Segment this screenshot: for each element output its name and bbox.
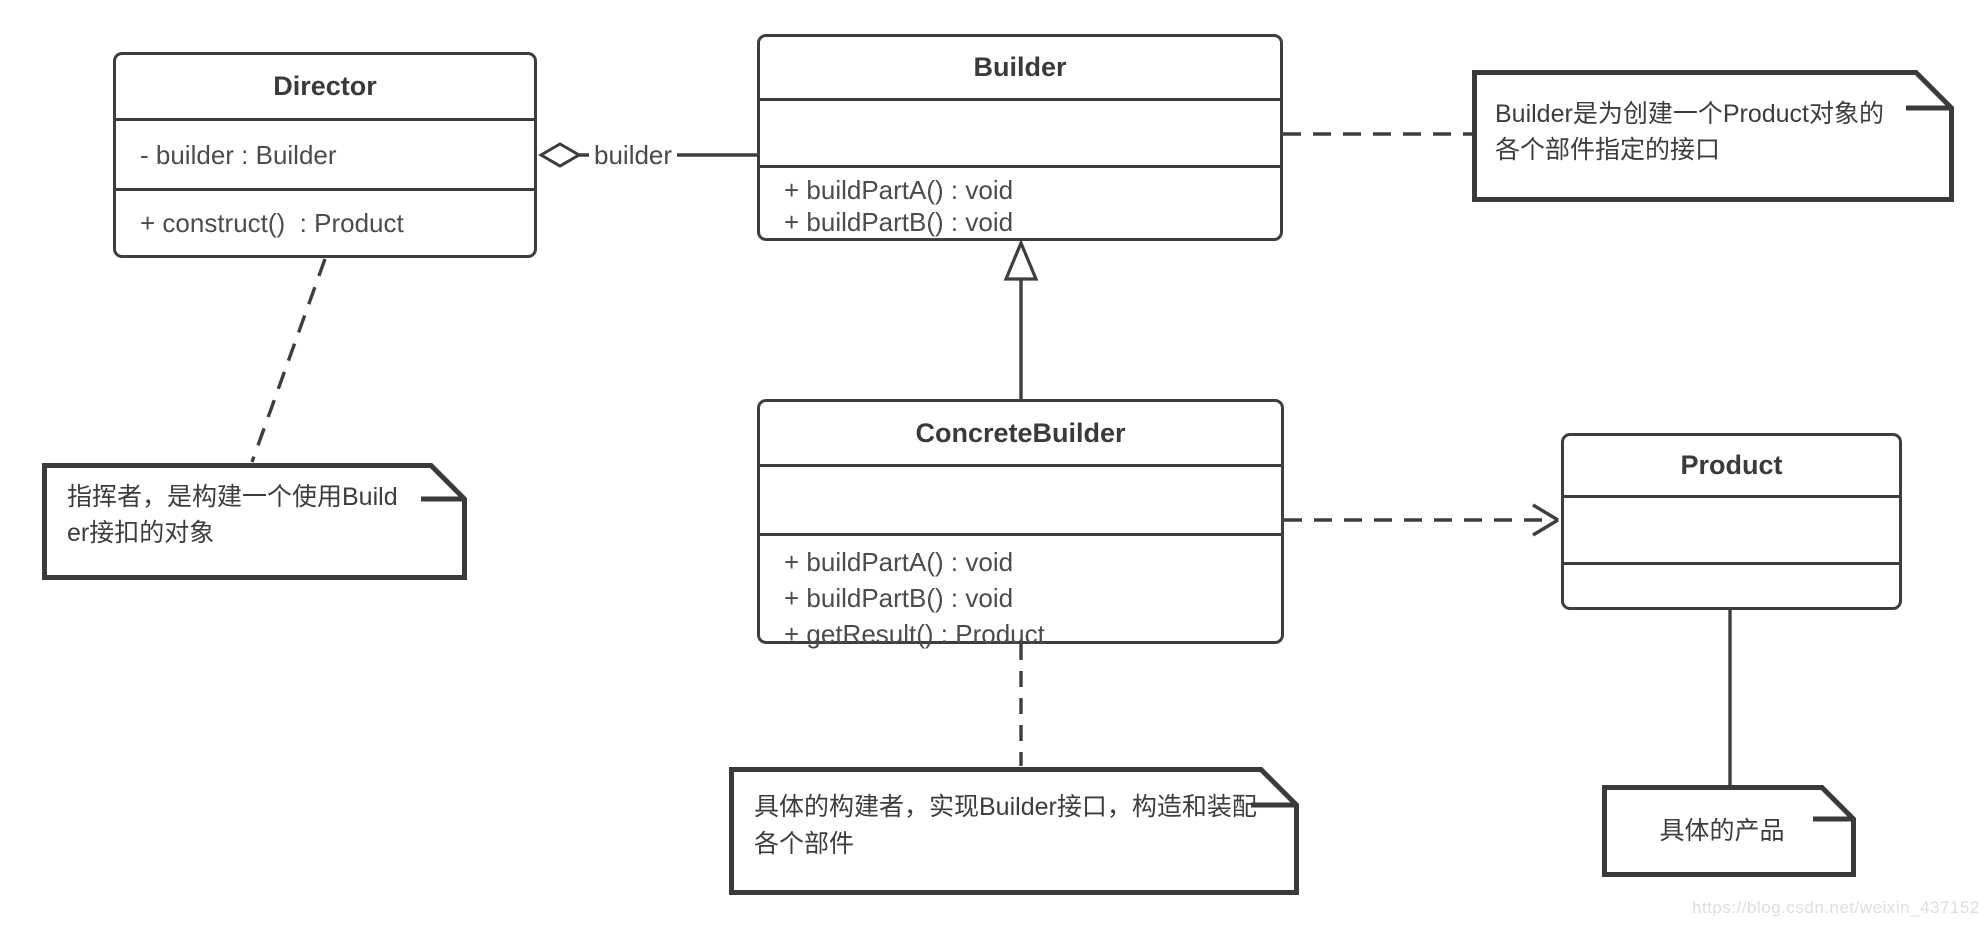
- dependency-link-concretebuilder-product: [1284, 503, 1559, 537]
- class-builder-title: Builder: [760, 37, 1280, 101]
- note-builder: Builder是为创建一个Product对象的各个部件指定的接口: [1472, 70, 1954, 202]
- note-link-director: [250, 258, 327, 463]
- method-row: + getResult() : Product: [784, 619, 1045, 649]
- method-row: + buildPartA() : void: [784, 547, 1014, 577]
- class-concretebuilder-methods: + buildPartA() : void + buildPartB() : v…: [760, 536, 1281, 652]
- class-builder: Builder + buildPartA() : void + buildPar…: [757, 34, 1283, 241]
- class-concretebuilder-title: ConcreteBuilder: [760, 402, 1281, 467]
- attribute-row: - builder : Builder: [140, 139, 337, 170]
- note-concretebuilder-text: 具体的构建者，实现Builder接口，构造和装配各个部件: [754, 793, 1257, 858]
- note-concretebuilder: 具体的构建者，实现Builder接口，构造和装配各个部件: [729, 767, 1299, 895]
- method-row: + construct() : Product: [140, 208, 404, 238]
- class-builder-attributes: [760, 101, 1280, 168]
- note-director: 指挥者，是构建一个使用Builder接扣的对象: [42, 463, 467, 580]
- note-product-text: 具体的产品: [1659, 817, 1785, 845]
- note-shape: [42, 463, 467, 580]
- inheritance-link-concretebuilder-builder: [1003, 238, 1039, 399]
- class-concretebuilder: ConcreteBuilder + buildPartA() : void + …: [757, 399, 1284, 649]
- class-builder-methods: + buildPartA() : void + buildPartB() : v…: [760, 168, 1280, 238]
- note-shape: [1472, 70, 1954, 202]
- note-builder-text: Builder是为创建一个Product对象的各个部件指定的接口: [1495, 100, 1884, 164]
- aggregation-diamond: [538, 142, 582, 168]
- class-director-title: Director: [116, 55, 534, 121]
- class-concretebuilder-attributes: [760, 467, 1281, 536]
- method-row: + buildPartB() : void: [784, 583, 1014, 613]
- note-shape: [729, 767, 1299, 895]
- class-product-attributes: [1564, 498, 1899, 565]
- class-product: Product: [1561, 433, 1902, 610]
- inheritance-triangle: [1003, 238, 1039, 281]
- note-product: 具体的产品: [1602, 785, 1856, 877]
- method-row: + buildPartB() : void: [784, 207, 1014, 237]
- class-director-methods: + construct() : Product: [116, 191, 534, 255]
- class-product-title: Product: [1564, 436, 1899, 498]
- method-row: + buildPartA() : void: [784, 175, 1014, 205]
- note-shape: [1602, 785, 1856, 877]
- class-director: Director - builder : Builder + construct…: [113, 52, 537, 258]
- class-director-attributes: - builder : Builder: [116, 121, 534, 191]
- aggregation-edge-label: builder: [589, 139, 678, 171]
- note-director-text: 指挥者，是构建一个使用Builder接扣的对象: [67, 483, 398, 547]
- watermark-text: https://blog.csdn.net/weixin_43715214: [1692, 898, 1979, 917]
- class-product-methods: [1564, 565, 1899, 571]
